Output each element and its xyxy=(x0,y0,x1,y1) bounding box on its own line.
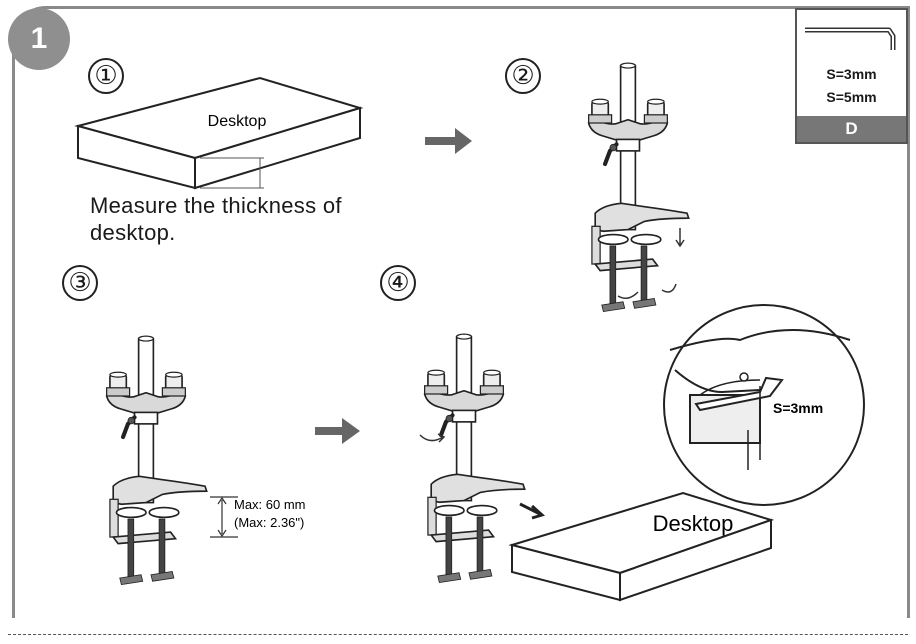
step3-max-mm: Max: 60 mm xyxy=(234,497,306,512)
step2-rotate-arrows xyxy=(617,283,677,299)
hex-key-tool-box: S=3mm S=5mm D xyxy=(795,8,908,144)
arrow-step3-to-4 xyxy=(315,418,360,444)
tool-label: D xyxy=(797,116,906,142)
caption-line-2: desktop. xyxy=(90,220,176,245)
step4-desktop-label: Desktop xyxy=(653,511,734,536)
step3-max-in: (Max: 2.36") xyxy=(234,515,304,530)
measure-caption: Measure the thickness of desktop. xyxy=(90,192,342,246)
step1-desktop-label: Desktop xyxy=(208,113,267,130)
step-badge: 1 xyxy=(8,8,70,70)
substep-2-number: ② xyxy=(505,58,541,94)
step2-clamp-mount xyxy=(589,63,689,311)
step3-clamp-mount xyxy=(107,336,207,584)
detail-size-label: S=3mm xyxy=(773,400,823,416)
step4-desktop-block xyxy=(508,491,775,602)
detail-zoom-circle xyxy=(663,304,865,506)
tool-size-5mm: S=5mm xyxy=(826,89,877,105)
substep-4-number: ④ xyxy=(380,265,416,301)
hex-key-icon xyxy=(805,27,896,50)
step-number: 1 xyxy=(30,22,48,55)
caption-line-1: Measure the thickness of xyxy=(90,193,342,218)
step4-rotate-arrow xyxy=(419,433,446,443)
section-divider xyxy=(8,634,908,635)
step4-insert-arrow xyxy=(519,502,545,520)
step2-down-arrow xyxy=(675,228,685,248)
substep-3-number: ③ xyxy=(62,265,98,301)
step3-dimension-line xyxy=(210,496,238,538)
instruction-frame xyxy=(12,6,910,618)
substep-1-number: ① xyxy=(88,58,124,94)
arrow-step1-to-2 xyxy=(425,128,472,154)
step1-desktop-block xyxy=(74,76,364,190)
tool-size-3mm: S=3mm xyxy=(826,66,877,82)
